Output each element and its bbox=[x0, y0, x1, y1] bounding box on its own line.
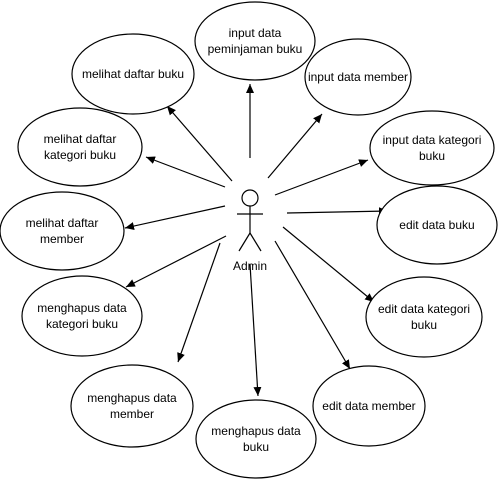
association-uc-input-member bbox=[267, 113, 323, 179]
actor-admin[interactable]: Admin bbox=[233, 189, 267, 273]
use-case-label: menghapus data bbox=[211, 424, 301, 438]
association-uc-lihat-member bbox=[124, 205, 226, 230]
uc-hapus-kategori[interactable]: menghapus data kategori buku bbox=[21, 275, 143, 357]
use-case-label: melihat daftar bbox=[44, 132, 117, 146]
use-case-label: edit data buku bbox=[399, 218, 474, 232]
use-case-label: input data bbox=[229, 26, 282, 40]
use-case-label: input data kategori bbox=[383, 133, 482, 147]
uc-lihat-kategori[interactable]: melihat daftar kategori buku bbox=[17, 107, 143, 187]
use-case-ellipse bbox=[376, 185, 498, 265]
uc-lihat-member[interactable]: melihat daftar member bbox=[0, 191, 125, 271]
association-uc-lihat-buku bbox=[166, 105, 233, 182]
use-case-label: buku bbox=[419, 149, 445, 163]
uc-hapus-buku[interactable]: menghapus data buku bbox=[195, 399, 317, 479]
use-case-ellipse bbox=[312, 365, 426, 447]
association-uc-hapus-member bbox=[177, 242, 221, 363]
uc-lihat-buku[interactable]: melihat daftar buku bbox=[71, 33, 195, 115]
use-case-label: edit data member bbox=[322, 399, 415, 413]
actor-head bbox=[241, 189, 259, 207]
uc-edit-kategori[interactable]: edit data kategori buku bbox=[365, 276, 483, 358]
use-case-ellipse bbox=[369, 110, 495, 186]
use-case-ellipse bbox=[71, 33, 195, 115]
actor-leg-right bbox=[249, 232, 262, 252]
uc-edit-member[interactable]: edit data member bbox=[312, 365, 426, 447]
association-uc-hapus-kategori bbox=[125, 235, 227, 288]
association-uc-input-kategori bbox=[274, 159, 369, 196]
use-case-label: member bbox=[40, 232, 84, 246]
use-case-ellipse bbox=[0, 191, 125, 271]
use-case-label: kategori buku bbox=[46, 317, 118, 331]
use-case-ellipse bbox=[70, 364, 194, 448]
use-case-label: menghapus data bbox=[87, 391, 177, 405]
use-case-ellipse bbox=[194, 1, 316, 81]
uc-edit-buku[interactable]: edit data buku bbox=[376, 185, 498, 265]
use-case-label: peminjaman buku bbox=[208, 42, 303, 56]
use-case-label: member bbox=[110, 407, 154, 421]
use-case-label: menghapus data bbox=[37, 301, 127, 315]
uc-input-peminjaman[interactable]: input data peminjaman buku bbox=[194, 1, 316, 81]
use-case-ellipse bbox=[365, 276, 483, 358]
use-case-label: buku bbox=[243, 440, 269, 454]
use-case-ellipse bbox=[195, 399, 317, 479]
use-case-label: melihat daftar bbox=[26, 216, 99, 230]
use-case-label: buku bbox=[411, 318, 437, 332]
use-case-ellipse bbox=[21, 275, 143, 357]
associations bbox=[124, 84, 389, 397]
association-uc-edit-buku bbox=[286, 207, 389, 216]
uc-input-member[interactable]: input data member bbox=[304, 38, 412, 116]
association-uc-edit-member bbox=[274, 240, 351, 370]
use-case-label: melihat daftar buku bbox=[82, 67, 184, 81]
uc-input-kategori[interactable]: input data kategori buku bbox=[369, 110, 495, 186]
use-case-label: kategori buku bbox=[44, 148, 116, 162]
use-case-ellipse bbox=[17, 107, 143, 187]
actor-leg-left bbox=[238, 232, 251, 252]
association-uc-hapus-buku bbox=[249, 263, 262, 397]
association-uc-lihat-kategori bbox=[145, 156, 226, 188]
association-uc-edit-kategori bbox=[282, 226, 375, 303]
use-case-ellipse bbox=[304, 38, 412, 116]
use-case-label: input data member bbox=[308, 70, 408, 84]
uc-hapus-member[interactable]: menghapus data member bbox=[70, 364, 194, 448]
use-case-label: edit data kategori bbox=[378, 302, 470, 316]
